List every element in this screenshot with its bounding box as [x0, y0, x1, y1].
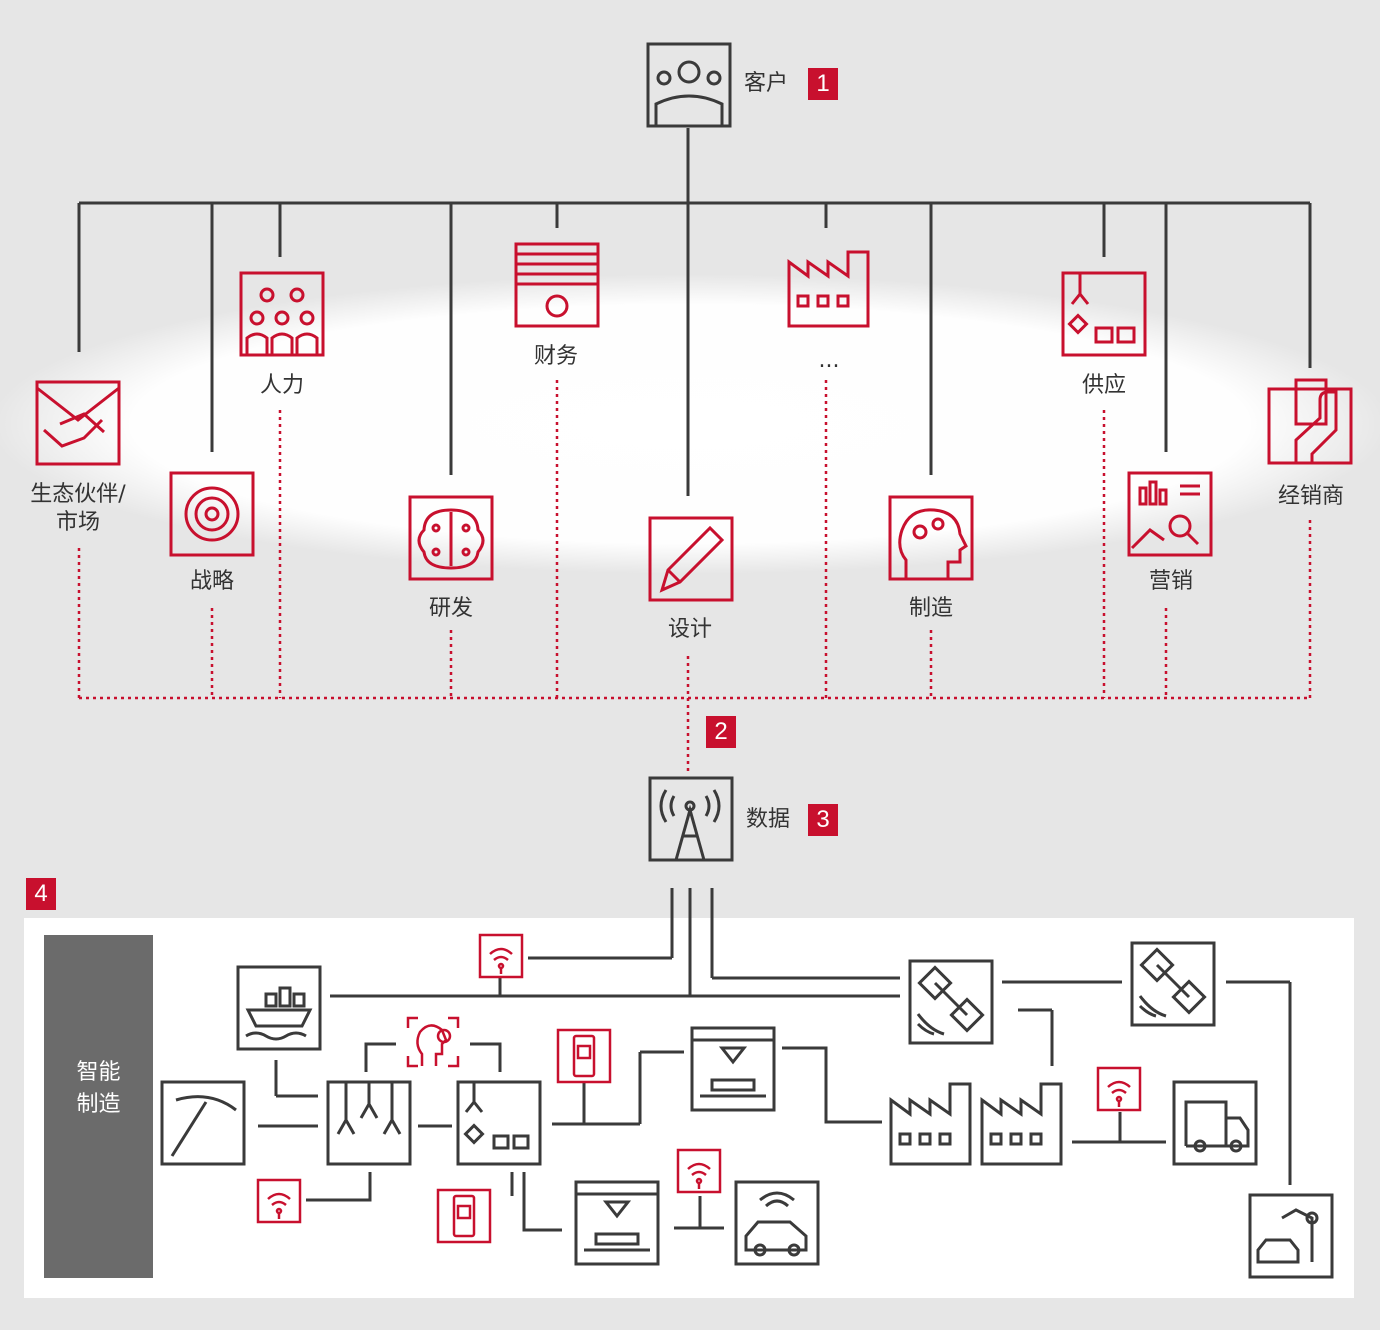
delivery-truck-icon — [1172, 1080, 1258, 1166]
badge-link: 2 — [706, 716, 736, 748]
factory-icon — [980, 1082, 1063, 1166]
qr-phone-icon — [556, 1028, 612, 1084]
analytics-icon — [1127, 471, 1213, 557]
robot-arms-icon — [326, 1080, 412, 1166]
label-finance: 财务 — [533, 344, 579, 369]
badge-section: 4 — [26, 878, 56, 910]
satellite-icon — [1130, 941, 1216, 1027]
wifi-icon — [676, 1148, 722, 1194]
handshake-icon — [35, 380, 121, 466]
label-hr: 人力 — [259, 373, 305, 398]
customer-connectors — [77, 128, 1312, 496]
money-icon — [514, 242, 600, 328]
highlight-ellipse — [0, 274, 1380, 574]
antenna-tower-icon — [648, 776, 734, 862]
cargo-ship-icon — [236, 965, 322, 1051]
car-assembly-icon — [1248, 1193, 1334, 1279]
factory-icon — [787, 250, 870, 328]
factory-network-lines — [258, 918, 1292, 1232]
badge-customer: 1 — [808, 68, 838, 100]
label-marketing: 营销 — [1148, 569, 1194, 594]
badge-data: 3 — [808, 804, 838, 836]
label-rnd: 研发 — [428, 596, 474, 621]
connected-car-icon — [734, 1180, 820, 1266]
factory-icon — [889, 1082, 972, 1166]
label-design: 设计 — [667, 617, 713, 642]
label-strategy: 战略 — [189, 569, 235, 594]
wifi-icon — [256, 1178, 302, 1224]
brain-chip-icon — [408, 495, 494, 581]
pencil-icon — [648, 516, 734, 602]
wifi-icon — [1096, 1066, 1142, 1112]
team-icon — [239, 271, 325, 357]
label-dealer: 经销商 — [1277, 484, 1345, 509]
data-connectors — [77, 380, 1312, 775]
data-label: 数据 — [746, 807, 791, 832]
label-more: ... — [818, 348, 840, 373]
satellite-icon — [908, 959, 994, 1045]
label-supply: 供应 — [1081, 373, 1127, 398]
wifi-icon — [478, 933, 524, 979]
customer-icon — [646, 42, 732, 128]
customer-label: 客户 — [744, 71, 789, 96]
smart-manufacturing-label: 智能 制造 — [76, 1060, 121, 1117]
pick-place-icon — [456, 1080, 542, 1166]
label-ecosystem: 生态伙伴/ 市场 — [30, 482, 126, 535]
label-manufacturing: 制造 — [908, 596, 954, 621]
card-payment-icon — [1267, 378, 1353, 465]
face-check-icon — [406, 1016, 460, 1068]
qr-phone-icon — [436, 1188, 492, 1244]
smart-manufacturing-sidebar: 智能 制造 — [44, 935, 153, 1278]
head-gears-icon — [888, 495, 974, 581]
pickaxe-icon — [160, 1080, 246, 1166]
3d-printer-icon — [690, 1026, 776, 1112]
warehouse-robot-icon — [1061, 271, 1147, 357]
3d-printer-icon — [574, 1180, 660, 1266]
target-icon — [169, 471, 255, 557]
